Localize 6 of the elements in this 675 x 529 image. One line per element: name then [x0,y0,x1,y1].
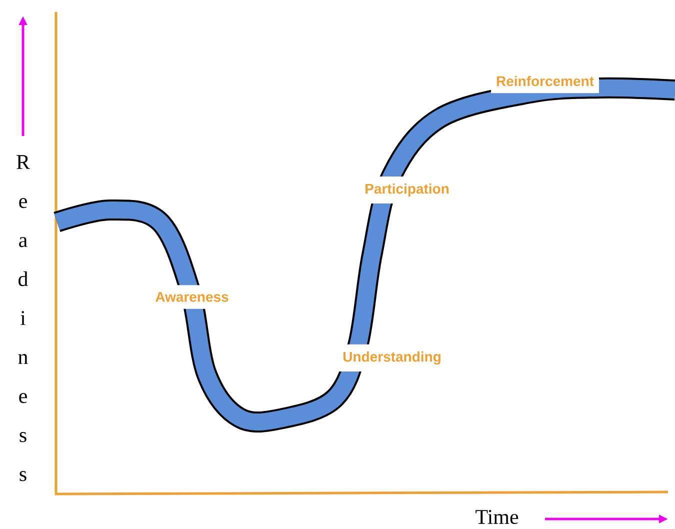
axis-label: Time [476,510,518,524]
stage-label: Awareness [150,285,234,309]
axis-label: Readiness [16,155,30,482]
stage-label: Participation [360,176,454,204]
stage-label: Understanding [338,344,446,372]
stage-label: Reinforcement [491,68,600,94]
